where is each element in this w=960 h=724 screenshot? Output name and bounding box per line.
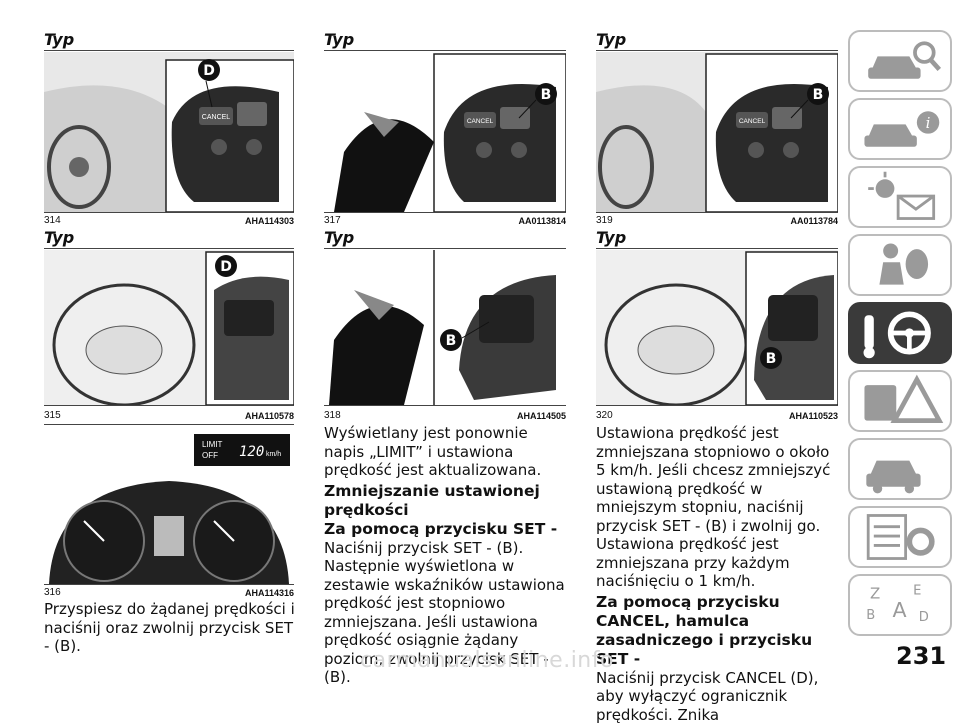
paragraph: Wyświetlany jest ponownie napis „LIMIT” … [324,424,570,480]
car-service-icon [850,440,950,498]
svg-text:OFF: OFF [202,451,218,460]
paragraph: Naciśnij przycisk CANCEL (D), aby wyłącz… [596,669,842,724]
section-subheading: Za pomocą przycisku SET - [324,520,570,539]
svg-text:B: B [446,333,457,349]
figure-315: D [44,250,294,406]
divider [596,50,838,51]
svg-text:D: D [203,63,215,79]
steering-wheel-cancel-illustration: CANCEL D [44,52,294,212]
steering-wheel-set-illustration: CANCEL B [324,52,566,212]
svg-text:B: B [766,351,777,367]
svg-text:D: D [919,610,929,625]
tab-car-search[interactable] [848,30,952,92]
svg-text:LIMIT: LIMIT [202,440,223,449]
tab-lights-warnings[interactable] [848,166,952,228]
figure-317: CANCEL B [324,52,566,213]
paragraph: Przyspiesz do żądanej prędkości i naciśn… [44,600,296,656]
figure-number: 314 [44,215,61,226]
body-text: Ustawiona prędkość jest zmniejszana stop… [596,424,842,724]
lights-warning-icon [850,168,950,226]
tab-technical-data[interactable] [848,506,952,568]
tab-car-info[interactable]: i [848,98,952,160]
divider [596,248,838,249]
figure-code: AHA110523 [758,411,838,421]
section-heading: Za pomocą przycisku CANCEL, hamulca zasa… [596,593,842,669]
svg-text:B: B [866,608,875,623]
tab-maintenance[interactable] [848,438,952,500]
divider [324,248,566,249]
figure-number: 316 [44,587,61,598]
figure-number: 318 [324,410,341,421]
svg-text:Z: Z [870,584,880,602]
car-info-icon: i [850,100,950,158]
instrument-cluster-illustration: LIMIT OFF 120 km/h [44,426,294,584]
warning-triangle-icon [850,372,950,430]
steering-wheel-type2-set-illustration: B [324,250,566,405]
figure-number: 320 [596,410,613,421]
svg-text:km/h: km/h [266,451,281,458]
divider [44,424,294,425]
divider [324,50,566,51]
figure-code: AHA114303 [214,216,294,226]
key-steering-icon [850,304,950,362]
tab-starting-driving[interactable] [848,302,952,364]
figure-316: LIMIT OFF 120 km/h [44,426,294,585]
figure-number: 317 [324,215,341,226]
car-search-icon [850,32,950,90]
svg-text:120: 120 [239,444,264,460]
svg-text:A: A [893,598,907,622]
tab-safety[interactable] [848,234,952,296]
page-number: 231 [896,642,946,670]
body-text: Przyspiesz do żądanej prędkości i naciśn… [44,600,296,656]
steering-wheel-set-illustration: CANCEL B [596,52,838,212]
tab-emergency[interactable] [848,370,952,432]
steering-wheel-type2-set-illustration: B [596,250,838,405]
watermark: carmanualsonline.info [360,648,614,673]
svg-text:B: B [813,87,824,103]
alphabet-index-icon: Z E B A D [850,576,950,634]
figure-code: AA0113784 [758,216,838,226]
svg-text:E: E [913,584,921,599]
settings-list-icon [850,508,950,566]
svg-text:i: i [926,114,931,132]
paragraph: Ustawiona prędkość jest zmniejszana stop… [596,424,842,591]
figure-code: AA0113814 [486,216,566,226]
steering-wheel-type2-illustration: D [44,250,294,405]
figure-code: AHA110578 [214,411,294,421]
figure-319: CANCEL B [596,52,838,213]
figure-code: AHA114505 [486,411,566,421]
airbag-person-icon [850,236,950,294]
svg-text:D: D [220,259,232,275]
figure-314: CANCEL D [44,52,294,213]
svg-text:CANCEL: CANCEL [202,114,231,121]
figure-number: 319 [596,215,613,226]
figure-320: B [596,250,838,406]
svg-text:CANCEL: CANCEL [739,118,766,125]
svg-text:CANCEL: CANCEL [467,118,494,125]
figure-number: 315 [44,410,61,421]
divider [44,50,294,51]
section-heading: Zmniejszanie ustawionej prędkości [324,482,570,520]
svg-text:B: B [541,87,552,103]
tab-index[interactable]: Z E B A D [848,574,952,636]
figure-code: AHA114316 [214,588,294,598]
divider [44,248,294,249]
figure-318: B [324,250,566,406]
